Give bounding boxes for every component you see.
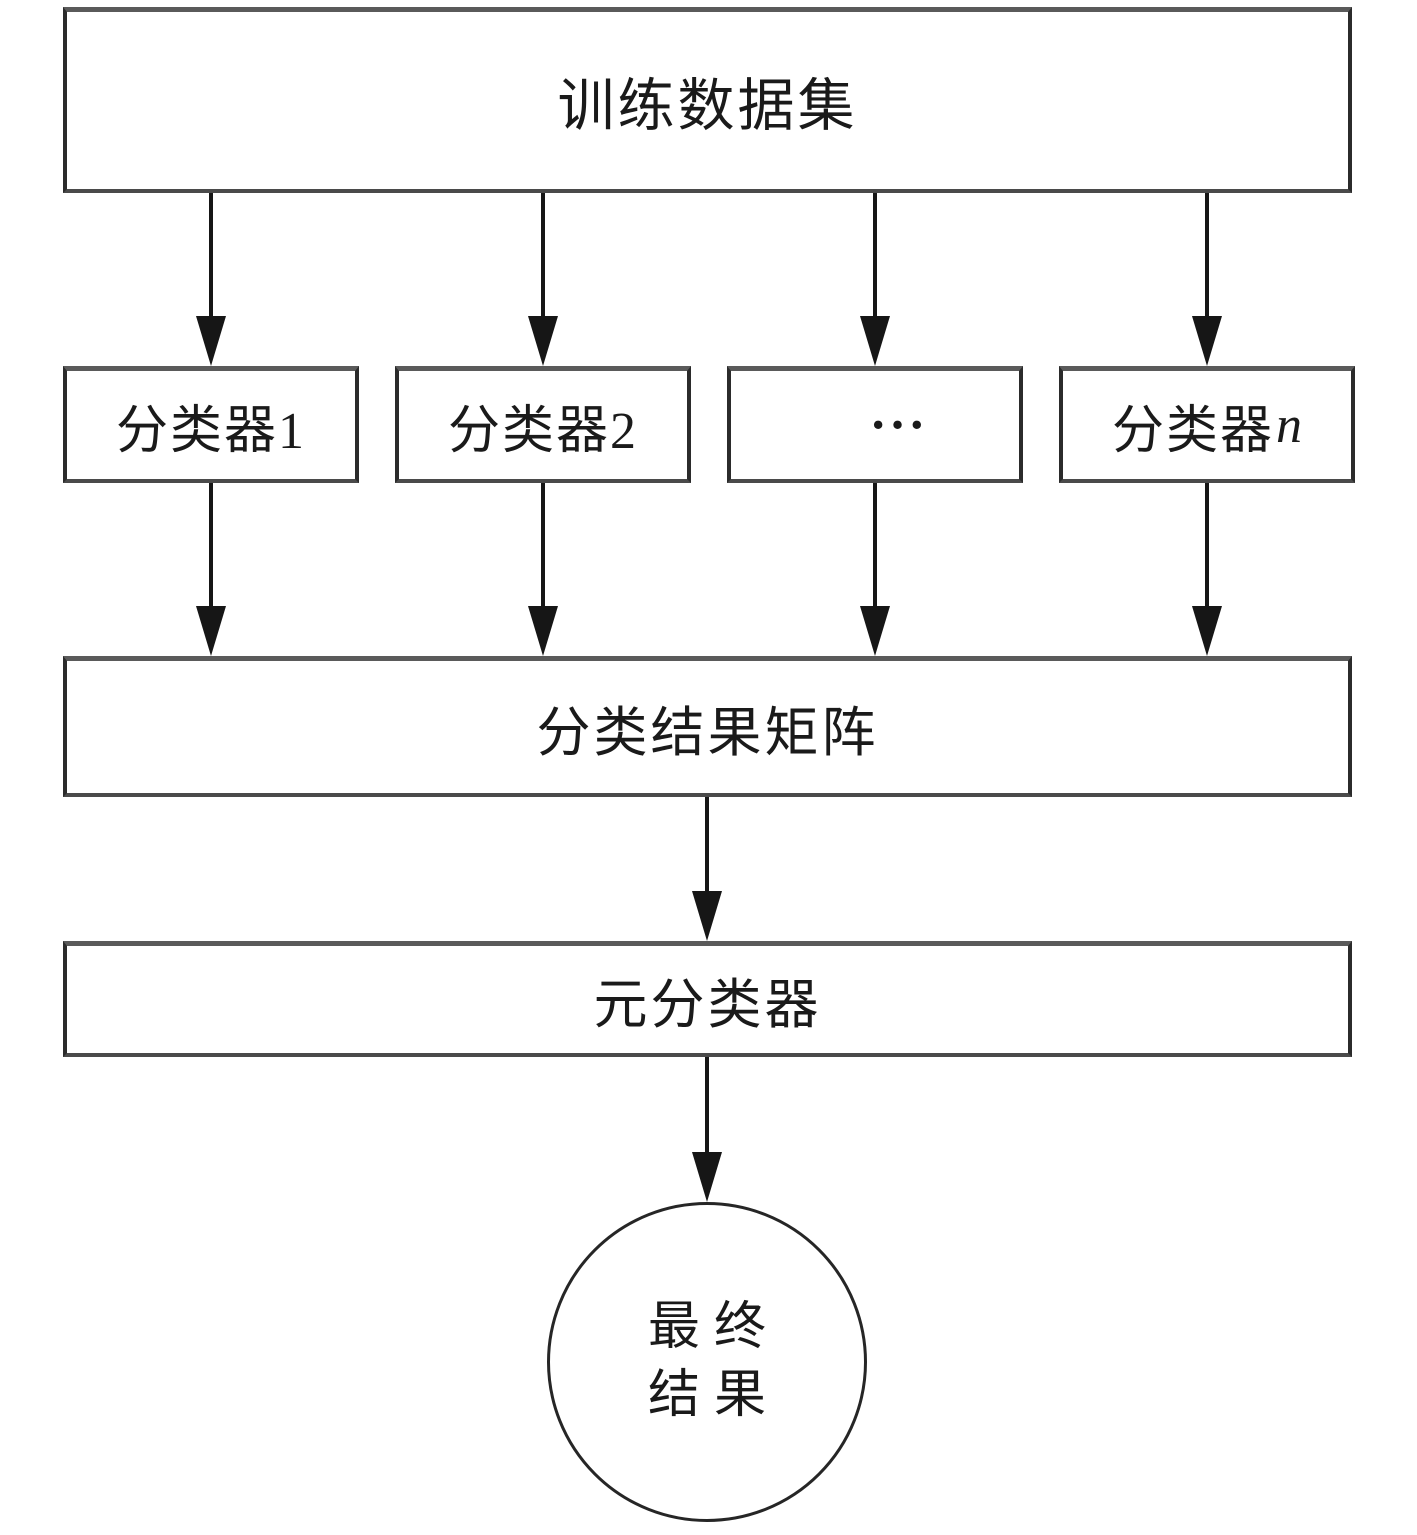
node-meta-classifier: 元分类器 — [63, 941, 1352, 1057]
arrow-classifier-2-to-matrix — [528, 483, 558, 656]
arrow-head-icon — [528, 606, 558, 656]
arrow-stem — [1205, 193, 1209, 316]
classifier-1-label: 分类器1 — [115, 402, 306, 460]
arrow-head-icon — [692, 1152, 722, 1202]
node-final-result: 最终 结果 — [547, 1202, 867, 1522]
arrow-stem — [209, 483, 213, 606]
arrow-stem — [873, 483, 877, 606]
node-classifier-ellipsis: ··· — [727, 366, 1023, 483]
arrow-training-to-classifier-n — [1192, 193, 1222, 366]
arrow-matrix-to-meta — [692, 797, 722, 941]
arrow-head-icon — [692, 891, 722, 941]
meta-classifier-label: 元分类器 — [593, 975, 822, 1035]
arrow-stem — [541, 483, 545, 606]
result-matrix-label: 分类结果矩阵 — [536, 702, 879, 763]
classifier-n-label: 分类器 — [1111, 402, 1274, 460]
arrow-stem — [705, 797, 709, 891]
arrow-head-icon — [1192, 606, 1222, 656]
final-result-label-line1: 最终 — [647, 1299, 780, 1357]
classifier-ellipsis-label: ··· — [869, 396, 928, 454]
classifier-2-label: 分类器2 — [447, 402, 638, 460]
node-classifier-2: 分类器2 — [395, 366, 691, 483]
node-result-matrix: 分类结果矩阵 — [63, 656, 1352, 797]
arrow-head-icon — [196, 316, 226, 366]
arrow-stem — [705, 1057, 709, 1152]
arrow-head-icon — [1192, 316, 1222, 366]
classifier-n-variable: n — [1276, 396, 1302, 454]
arrow-head-icon — [528, 316, 558, 366]
arrow-training-to-classifier-2 — [528, 193, 558, 366]
arrow-training-to-classifier-1 — [196, 193, 226, 366]
arrow-meta-to-final — [692, 1057, 722, 1202]
node-classifier-1: 分类器1 — [63, 366, 359, 483]
arrow-classifier-1-to-matrix — [196, 483, 226, 656]
arrow-head-icon — [196, 606, 226, 656]
node-training-dataset: 训练数据集 — [63, 7, 1352, 193]
training-dataset-label: 训练数据集 — [557, 74, 858, 138]
final-result-label-line2: 结果 — [647, 1367, 780, 1424]
arrow-stem — [541, 193, 545, 316]
arrow-classifier-n-to-matrix — [1192, 483, 1222, 656]
arrow-head-icon — [860, 316, 890, 366]
arrow-classifier-ellipsis-to-matrix — [860, 483, 890, 656]
arrow-training-to-classifier-ellipsis — [860, 193, 890, 366]
arrow-head-icon — [860, 606, 890, 656]
arrow-stem — [209, 193, 213, 316]
arrow-stem — [1205, 483, 1209, 606]
arrow-stem — [873, 193, 877, 316]
